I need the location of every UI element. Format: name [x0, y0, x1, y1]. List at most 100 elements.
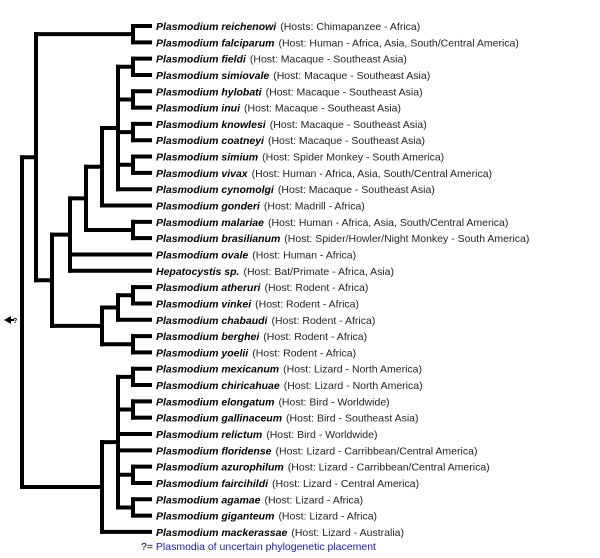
host-info: (Host: Lizard - Carribbean/Central Ameri… — [288, 462, 490, 474]
species-name: Plasmodium brasilianum — [156, 233, 280, 245]
species-name: Plasmodium chabaudi — [156, 315, 269, 327]
host-info: (Host: Lizard - Carribbean/Central Ameri… — [276, 445, 478, 457]
host-info: (Host: Rodent - Africa) — [264, 282, 368, 294]
species-name: Plasmodium cynomolgi — [156, 184, 275, 196]
species-name: Plasmodium azurophilum — [156, 462, 284, 474]
leaf-label: Plasmodium reichenowi(Hosts: Chimapanzee… — [156, 21, 420, 33]
species-name: Plasmodium falciparum — [156, 37, 274, 49]
leaf-label: Hepatocystis sp.(Host: Bat/Primate - Afr… — [156, 266, 394, 278]
leaf-label: Plasmodium mexicanum (Host: Lizard - Nort… — [156, 364, 422, 376]
leaf-label: Plasmodium inui(Host: Macaque - Southeas… — [156, 103, 401, 115]
host-info: (Host: Macaque - Southeast Asia) — [268, 135, 425, 147]
leaf-label: Plasmodium faircihildi(Host: Lizard - Ce… — [156, 478, 419, 490]
host-info: (Host: Human - Africa) — [252, 249, 356, 261]
species-name: Plasmodium faircihildi — [156, 478, 269, 490]
host-info: (Host: Lizard - Australia) — [291, 527, 404, 539]
host-info: (Host: Human - Africa, Asia, South/Centr… — [278, 37, 518, 49]
leaf-label: Plasmodium atheruri(Host: Rodent - Afric… — [156, 282, 368, 294]
host-info: (Host: Lizard - Central America) — [272, 478, 419, 490]
species-name: Plasmodium ovale — [156, 249, 248, 261]
species-name: Plasmodium chiricahuae — [156, 380, 280, 392]
host-info: (Host: Rodent - Africa) — [263, 331, 367, 343]
species-name: Plasmodium relictum — [156, 429, 262, 441]
species-name: Plasmodium fieldi — [156, 54, 247, 66]
leaf-label: Plasmodium giganteum (Host: Lizard - Afri… — [156, 511, 377, 523]
host-info: (Host: Macaque - Southeast Asia) — [244, 103, 401, 115]
species-name: Plasmodium vivax — [156, 168, 249, 180]
leaf-label: Plasmodium falciparum (Host: Human - Afri… — [156, 37, 519, 49]
host-info: (Host: Lizard - North America) — [284, 380, 423, 392]
host-info: (Host: Macaque - Southeast Asia) — [250, 54, 407, 66]
species-name: Plasmodium agamae — [156, 494, 261, 506]
legend: ?= Plasmodia of uncertain phylogenetic p… — [141, 541, 376, 553]
species-name: Plasmodium floridense — [156, 445, 272, 457]
legend-text: Plasmodia of uncertain phylogenetic plac… — [155, 541, 376, 553]
species-name: Plasmodium knowlesi — [156, 119, 267, 131]
leaf-label: Plasmodium simium (Host: Spider Monkey - … — [156, 152, 444, 164]
species-name: Hepatocystis sp. — [156, 266, 240, 278]
host-info: (Host: Bird - Worldwide) — [266, 429, 377, 441]
leaf-label: Plasmodium brasilianum (Host: Spider/Howl… — [156, 233, 529, 245]
species-name: Plasmodium hylobati — [156, 86, 263, 98]
host-info: (Host: Lizard - Africa) — [278, 511, 377, 523]
leaf-label: Plasmodium ovale (Host: Human - Africa) — [156, 249, 356, 261]
host-info: (Host: Macaque - Southeast Asia) — [278, 184, 435, 196]
leaf-label: Plasmodium coatneyi(Host: Macaque - Sout… — [156, 135, 425, 147]
leaf-label: Plasmodium simiovale (Host: Macaque - Sou… — [156, 70, 430, 82]
leaf-label: Plasmodium azurophilum (Host: Lizard - Ca… — [156, 462, 490, 474]
species-name: Plasmodium mackerassae — [156, 527, 287, 539]
leaf-label: Plasmodium knowlesi(Host: Macaque - Sout… — [156, 119, 427, 131]
leaf-label: Plasmodium mackerassae (Host: Lizard - Au… — [156, 527, 404, 539]
leaf-label: Plasmodium floridense (Host: Lizard - Car… — [156, 445, 477, 457]
species-name: Plasmodium simiovale — [156, 70, 269, 82]
species-name: Plasmodium berghei — [156, 331, 260, 343]
host-info: (Host: Bird - Worldwide) — [278, 396, 389, 408]
species-name: Plasmodium malariae — [156, 217, 264, 229]
species-name: Plasmodium gonderi — [156, 201, 261, 213]
species-name: Plasmodium gallinaceum — [156, 413, 282, 425]
leaf-labels: Plasmodium reichenowi(Hosts: Chimapanzee… — [156, 21, 529, 539]
leaf-label: Plasmodium agamae(Host: Lizard - Africa) — [156, 494, 363, 506]
leaf-label: Plasmodium malariae (Host: Human - Africa… — [156, 217, 508, 229]
leaf-label: Plasmodium fieldi(Host: Macaque - Southe… — [156, 54, 407, 66]
root-arrow-stem — [10, 319, 14, 321]
leaf-label: Plasmodium gonderi(Host: Madrill - Afric… — [156, 201, 365, 213]
leaf-label: Plasmodium hylobati(Host: Macaque - Sout… — [156, 86, 423, 98]
branches — [20, 24, 152, 534]
host-info: (Host: Spider Monkey - South America) — [262, 152, 444, 164]
species-name: Plasmodium coatneyi — [156, 135, 265, 147]
host-info: (Host: Macaque - Southeast Asia) — [273, 70, 430, 82]
species-name: Plasmodium simium — [156, 152, 258, 164]
host-info: (Host: Lizard - North America) — [283, 364, 422, 376]
host-info: (Host: Bird - Southeast Asia) — [286, 413, 418, 425]
root-marker: ? — [4, 316, 17, 325]
leaf-label: Plasmodium gallinaceum (Host: Bird - Sout… — [156, 413, 419, 425]
species-name: Plasmodium elongatum — [156, 396, 274, 408]
leaf-label: Plasmodium vinkei(Host: Rodent - Africa) — [156, 298, 359, 310]
host-info: (Host: Lizard - Africa) — [264, 494, 363, 506]
species-name: Plasmodium atheruri — [156, 282, 262, 294]
species-name: Plasmodium inui — [156, 103, 241, 115]
species-name: Plasmodium giganteum — [156, 511, 274, 523]
host-info: (Hosts: Chimapanzee - Africa) — [280, 21, 420, 33]
host-info: (Host: Bat/Primate - Africa, Asia) — [243, 266, 394, 278]
species-name: Plasmodium mexicanum — [156, 364, 279, 376]
root-uncertain-mark: ? — [13, 318, 17, 325]
leaf-label: Plasmodium chiricahuae (Host: Lizard - No… — [156, 380, 423, 392]
species-name: Plasmodium reichenowi — [156, 21, 277, 33]
species-name: Plasmodium vinkei — [156, 298, 252, 310]
host-info: (Host: Macaque - Southeast Asia) — [270, 119, 427, 131]
host-info: (Host: Human - Africa, Asia, South/Centr… — [268, 217, 508, 229]
leaf-label: Plasmodium berghei(Host: Rodent - Africa… — [156, 331, 367, 343]
leaf-label: Plasmodium relictum (Host: Bird - Worldwi… — [156, 429, 377, 441]
host-info: (Host: Rodent - Africa) — [255, 298, 359, 310]
leaf-label: Plasmodium cynomolgi(Host: Macaque - Sou… — [156, 184, 435, 196]
leaf-label: Plasmodium yoelii(Host: Rodent - Africa) — [156, 347, 356, 359]
legend-mark: ?= — [141, 541, 153, 553]
leaf-label: Plasmodium chabaudi(Host: Rodent - Afric… — [156, 315, 375, 327]
left-arrow-icon — [4, 316, 11, 324]
host-info: (Host: Spider/Howler/Night Monkey - Sout… — [284, 233, 529, 245]
host-info: (Host: Macaque - Southeast Asia) — [266, 86, 423, 98]
host-info: (Host: Madrill - Africa) — [264, 201, 365, 213]
leaf-label: Plasmodium elongatum (Host: Bird - Worldw… — [156, 396, 390, 408]
